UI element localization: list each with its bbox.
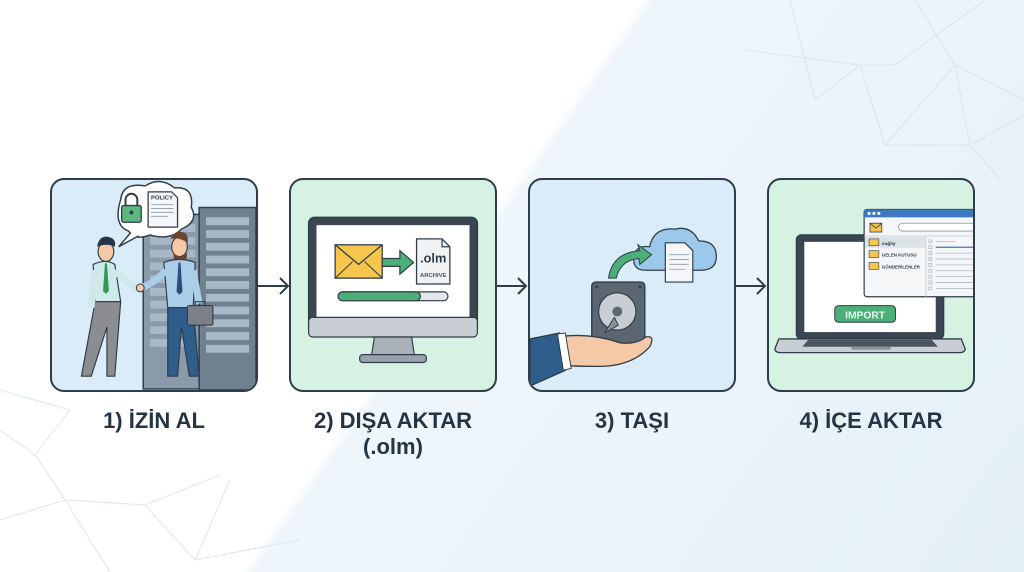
lock-icon: [120, 192, 142, 223]
handshake-illustration: POLICY: [80, 180, 256, 390]
svg-text:sağlıy: sağlıy: [882, 241, 896, 247]
step-1-title: 1) İZİN AL: [103, 408, 205, 433]
export-arrow-icon: [381, 249, 415, 276]
arrow-right-icon: [735, 277, 767, 295]
curved-arrow-icon: [607, 243, 653, 279]
svg-text:GELEN KUTUSU: GELEN KUTUSU: [882, 253, 917, 258]
policy-document-icon: POLICY: [147, 191, 179, 228]
svg-text:GÖNDERİLENLER: GÖNDERİLENLER: [882, 263, 921, 269]
step-2-label: 2) DIŞA AKTAR (.olm): [273, 408, 513, 460]
cloud-icon: [633, 227, 717, 283]
import-button-label: IMPORT: [845, 310, 886, 321]
monitor-export-illustration: .olm ARCHIVE: [307, 216, 479, 364]
envelope-icon: [334, 244, 383, 279]
arrow-right-icon: [258, 277, 290, 295]
step-3-label: 3) TAŞI: [512, 408, 752, 434]
arrow-right-icon: [496, 277, 528, 295]
document-icon: [664, 242, 694, 283]
transfer-illustration: [530, 227, 717, 387]
folder-item[interactable]: GELEN KUTUSU: [868, 250, 917, 258]
step-4-panel: IMPORT sağlıy GELEN KUTUSU: [767, 178, 975, 392]
mail-client-window: sağlıy GELEN KUTUSU GÖNDERİLENLER: [863, 208, 973, 298]
search-field[interactable]: [898, 222, 973, 232]
folder-item[interactable]: sağlıy: [868, 238, 896, 247]
step-4-title: 4) İÇE AKTAR: [799, 408, 943, 433]
laptop-import-illustration: IMPORT sağlıy GELEN KUTUSU: [774, 208, 973, 354]
step-4-label: 4) İÇE AKTAR: [751, 408, 991, 434]
step-1-label: 1) İZİN AL: [34, 408, 274, 434]
step-1-panel: POLICY: [50, 178, 258, 392]
step-2-subtitle: (.olm): [363, 434, 423, 459]
person-right: [139, 231, 214, 377]
hand-icon: [530, 332, 653, 387]
step-3-title: 3) TAŞI: [594, 408, 670, 433]
olm-file-icon: .olm ARCHIVE: [415, 238, 451, 285]
mail-icon: [869, 222, 883, 233]
person-left: [80, 236, 142, 377]
message-list: [928, 239, 973, 291]
folder-list: sağlıy GELEN KUTUSU GÖNDERİLENLER: [868, 238, 921, 270]
file-extension: .olm: [420, 250, 446, 265]
briefcase-icon: [186, 301, 214, 326]
monitor-icon: [307, 216, 479, 364]
step-3-panel: [528, 178, 736, 392]
import-button[interactable]: IMPORT: [834, 305, 897, 323]
thought-bubble: POLICY: [117, 180, 195, 248]
folder-item[interactable]: GÖNDERİLENLER: [868, 262, 921, 270]
step-2-title: 2) DIŞA AKTAR: [313, 408, 473, 433]
progress-bar: [337, 291, 449, 302]
file-caption: ARCHIVE: [420, 273, 447, 279]
policy-label: POLICY: [151, 196, 173, 202]
step-2-panel: .olm ARCHIVE: [289, 178, 497, 392]
hard-drive-icon: [591, 281, 646, 348]
